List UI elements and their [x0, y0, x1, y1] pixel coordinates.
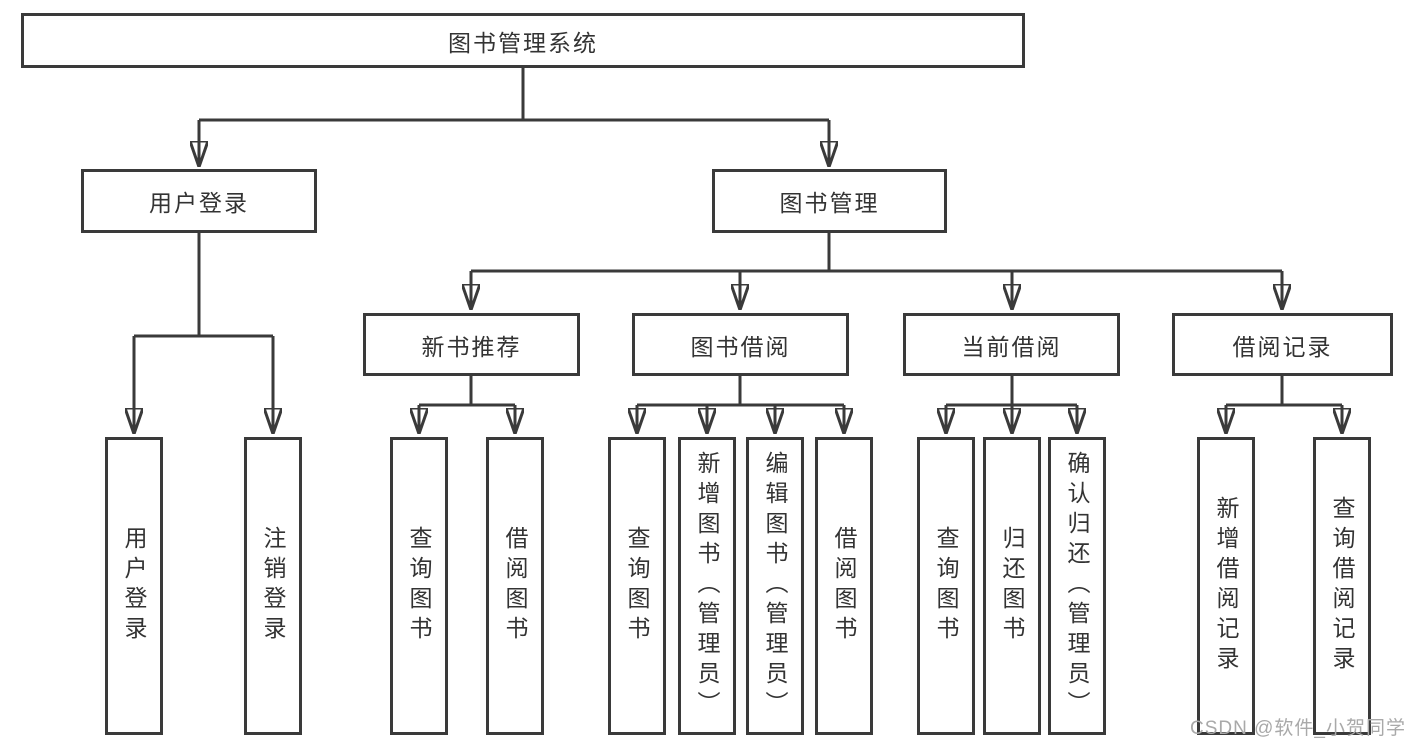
- node-borrow-record: 借阅记录: [1172, 313, 1393, 376]
- leaf-logout-login: 注销登录: [244, 437, 302, 735]
- leaf-query-books-borrow: 查询图书: [608, 437, 666, 735]
- leaf-query-borrow-record: 查询借阅记录: [1313, 437, 1371, 735]
- leaf-query-books-current: 查询图书: [917, 437, 975, 735]
- node-book-management: 图书管理: [712, 169, 947, 233]
- csdn-watermark: CSDN @软件_小贺同学: [1190, 718, 1405, 739]
- node-user-login: 用户登录: [81, 169, 317, 233]
- leaf-return-book: 归还图书: [983, 437, 1041, 735]
- leaf-confirm-return-admin: 确认归还（管理员）: [1048, 437, 1106, 735]
- leaf-add-borrow-record: 新增借阅记录: [1197, 437, 1255, 735]
- leaf-query-books-recommend: 查询图书: [390, 437, 448, 735]
- node-new-book-recommend: 新书推荐: [363, 313, 580, 376]
- leaf-borrow-books: 借阅图书: [815, 437, 873, 735]
- node-current-borrow: 当前借阅: [903, 313, 1120, 376]
- leaf-user-login: 用户登录: [105, 437, 163, 735]
- node-library-management-system: 图书管理系统: [21, 13, 1025, 68]
- leaf-edit-book-admin: 编辑图书（管理员）: [746, 437, 804, 735]
- leaf-borrow-books-recommend: 借阅图书: [486, 437, 544, 735]
- leaf-add-book-admin: 新增图书（管理员）: [678, 437, 736, 735]
- node-book-borrow: 图书借阅: [632, 313, 849, 376]
